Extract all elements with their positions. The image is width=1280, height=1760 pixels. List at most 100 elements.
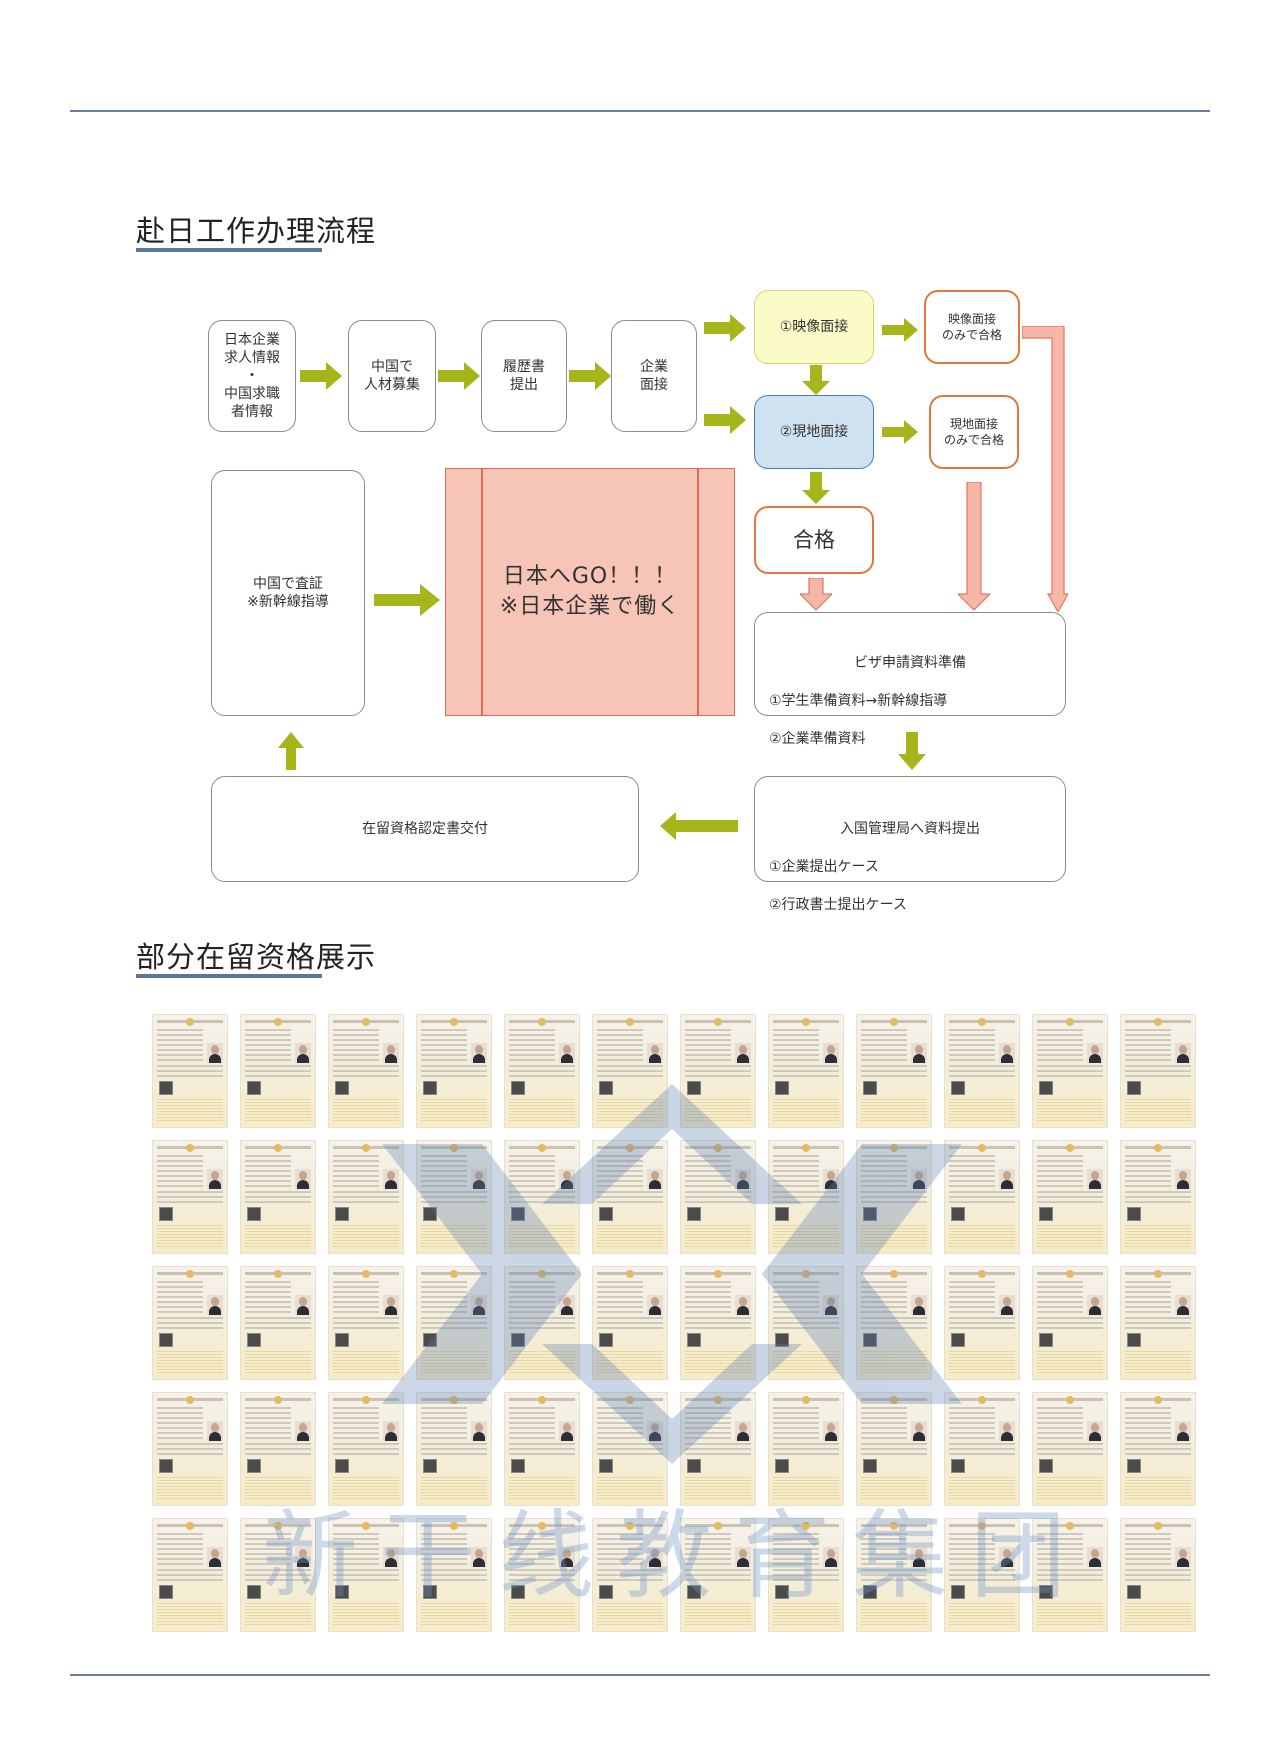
qr-code-icon [423,1585,437,1599]
certificate-thumbnail [152,1140,228,1254]
applicant-photo [559,1169,575,1189]
certificate-thumbnail [416,1266,492,1380]
bottom-rule [70,1674,1210,1676]
applicant-photo [559,1547,575,1567]
qr-code-icon [951,1459,965,1473]
certificate-thumbnail [768,1266,844,1380]
applicant-photo [559,1295,575,1315]
qr-code-icon [775,1585,789,1599]
certificate-thumbnail [768,1392,844,1506]
qr-code-icon [599,1081,613,1095]
applicant-photo [999,1421,1015,1441]
certificate-thumbnail [328,1266,404,1380]
section-title-underline-2 [136,974,322,978]
applicant-photo [1175,1547,1191,1567]
immigration-item-2: ②行政書士提出ケース [769,897,907,913]
certificate-thumbnail [944,1518,1020,1632]
certificate-thumbnail [240,1140,316,1254]
resume-box: 履歴書 提出 [481,320,567,432]
certificate-thumbnail [592,1014,668,1128]
certificate-thumbnail [1120,1392,1196,1506]
immigration-title: 入国管理局へ資料提出 [840,821,980,837]
arrow-right-onsite-only [882,420,918,444]
qr-code-icon [599,1459,613,1473]
video-interview-box: ①映像面接 [754,290,874,364]
applicant-photo [647,1295,663,1315]
applicant-photo [471,1043,487,1063]
certificate-thumbnail [416,1518,492,1632]
certificate-thumbnail [856,1266,932,1380]
qr-code-icon [863,1207,877,1221]
coe-box: 在留資格認定書交付 [211,776,639,882]
certificate-thumbnail [240,1518,316,1632]
applicant-photo [207,1043,223,1063]
applicant-photo [295,1547,311,1567]
certificate-thumbnail [328,1392,404,1506]
go-japan-line2: ※日本企業で働く [499,594,681,619]
applicant-photo [911,1421,927,1441]
applicant-photo [559,1421,575,1441]
arrow-pink-video-only-to-visa [1022,326,1068,612]
applicant-photo [383,1421,399,1441]
certificate-thumbnail [1120,1518,1196,1632]
arrow-down-onsite-to-pass [802,472,830,504]
go-box-right-bar [697,469,699,715]
applicant-photo [471,1547,487,1567]
certificate-thumbnail [328,1518,404,1632]
applicant-photo [999,1169,1015,1189]
applicant-photo [735,1421,751,1441]
applicant-photo [1087,1547,1103,1567]
applicant-photo [471,1421,487,1441]
certificate-gallery: 新干线教育集团 [152,1014,1198,1634]
qr-code-icon [247,1459,261,1473]
applicant-photo [295,1043,311,1063]
applicant-photo [999,1043,1015,1063]
certificate-thumbnail [1120,1014,1196,1128]
applicant-photo [823,1547,839,1567]
certificate-thumbnail [768,1140,844,1254]
applicant-photo [823,1169,839,1189]
applicant-photo [823,1295,839,1315]
section-title-flow: 赴日工作办理流程 [136,214,377,248]
video-only-pass-box: 映像面接 のみで合格 [924,290,1020,364]
qr-code-icon [159,1459,173,1473]
qr-code-icon [1127,1333,1141,1347]
arrow-down-video-to-onsite [802,365,830,395]
certificate-thumbnail [416,1392,492,1506]
visa-prep-item-1: ①学生準備資料→新幹線指導 [769,693,948,709]
applicant-photo [735,1043,751,1063]
applicant-photo [383,1547,399,1567]
certificate-thumbnail [1120,1266,1196,1380]
certificate-thumbnail [680,1140,756,1254]
applicant-photo [735,1547,751,1567]
certificate-thumbnail [680,1014,756,1128]
qr-code-icon [687,1459,701,1473]
qr-code-icon [159,1585,173,1599]
qr-code-icon [247,1333,261,1347]
certificate-thumbnail [768,1518,844,1632]
top-rule [70,110,1210,112]
job-info-box: 日本企業 求人情報 ・ 中国求職 者情報 [208,320,296,432]
pass-box: 合格 [754,506,874,574]
certificate-thumbnail [680,1266,756,1380]
qr-code-icon [951,1207,965,1221]
qr-code-icon [511,1333,525,1347]
certificate-thumbnail [768,1014,844,1128]
applicant-photo [647,1169,663,1189]
applicant-photo [207,1421,223,1441]
qr-code-icon [863,1333,877,1347]
certificate-thumbnail [592,1518,668,1632]
qr-code-icon [423,1333,437,1347]
qr-code-icon [687,1081,701,1095]
go-japan-line1: 日本へGO！！！ [502,564,678,589]
arrow-pink-pass-to-visa [800,578,832,610]
section-title-underline [136,248,322,252]
applicant-photo [383,1043,399,1063]
applicant-photo [559,1043,575,1063]
certificate-thumbnail [856,1392,932,1506]
visa-prep-box: ビザ申請資料準備 ①学生準備資料→新幹線指導 ②企業準備資料 [754,612,1066,747]
onsite-only-pass-box: 現地面接 のみで合格 [929,395,1019,469]
qr-code-icon [863,1585,877,1599]
applicant-photo [1175,1421,1191,1441]
applicant-photo [735,1295,751,1315]
